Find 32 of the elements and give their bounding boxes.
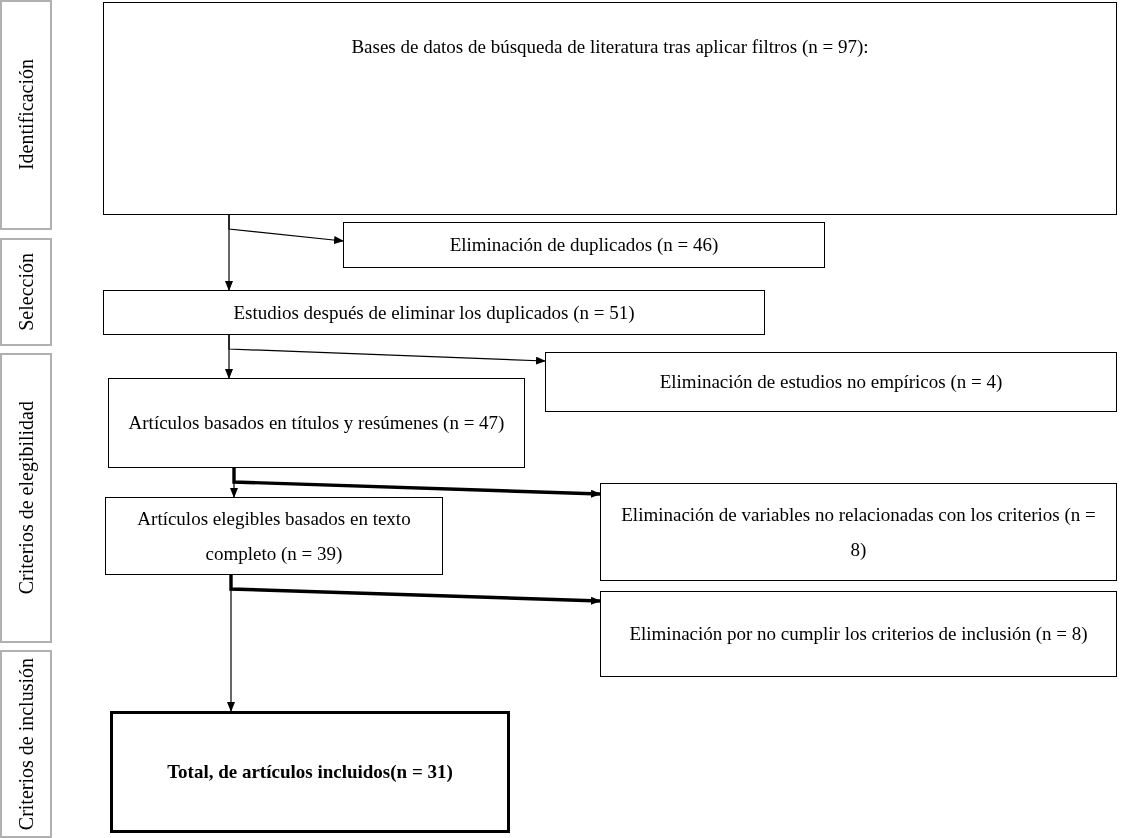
phase-label-box <box>0 650 52 838</box>
process-box <box>103 290 765 335</box>
phase-label: Criterios de elegibilidad <box>15 401 37 595</box>
box-text: Bases de datos de búsqueda de literatura tras aplicar filtros (n = 97): <box>351 35 869 59</box>
phase-label: Criterios de inclusión <box>15 657 37 831</box>
phase-label: Selección <box>15 253 37 331</box>
box-text: Eliminación de variables no relacionadas con los criterios (n = 8) <box>620 502 1097 562</box>
process-box <box>600 591 1117 677</box>
process-box <box>545 352 1117 412</box>
arrow <box>227 574 235 712</box>
process-box <box>108 378 525 468</box>
box-text: Artículos elegibles basados en texto completo (n = 39) <box>136 506 412 566</box>
phase-label-box <box>0 238 52 346</box>
box-text: Artículos basados en títulos y resúmenes (n = 47) <box>128 411 505 436</box>
box-text: Eliminación de estudios no empíricos (n = 4) <box>659 370 1003 395</box>
process-box <box>343 222 825 268</box>
box-text: Eliminación de duplicados (n = 46) <box>449 233 719 258</box>
process-box <box>110 711 510 833</box>
process-box <box>103 2 1117 215</box>
arrow <box>232 468 601 498</box>
box-text: Total, de artículos incluidos(n = 31) <box>167 760 453 785</box>
phase-label-box <box>0 0 52 230</box>
process-box <box>105 497 443 575</box>
phase-label: Identificación <box>15 59 37 171</box>
arrow <box>230 467 238 498</box>
arrow <box>229 575 601 605</box>
arrow <box>225 214 233 291</box>
arrow <box>225 334 233 379</box>
process-box <box>600 483 1117 581</box>
phase-label-box <box>0 353 52 643</box>
box-text: Eliminación por no cumplir los criterios de inclusión (n = 8) <box>629 622 1088 647</box>
box-text: Estudios después de eliminar los duplicados (n = 51) <box>233 300 635 325</box>
